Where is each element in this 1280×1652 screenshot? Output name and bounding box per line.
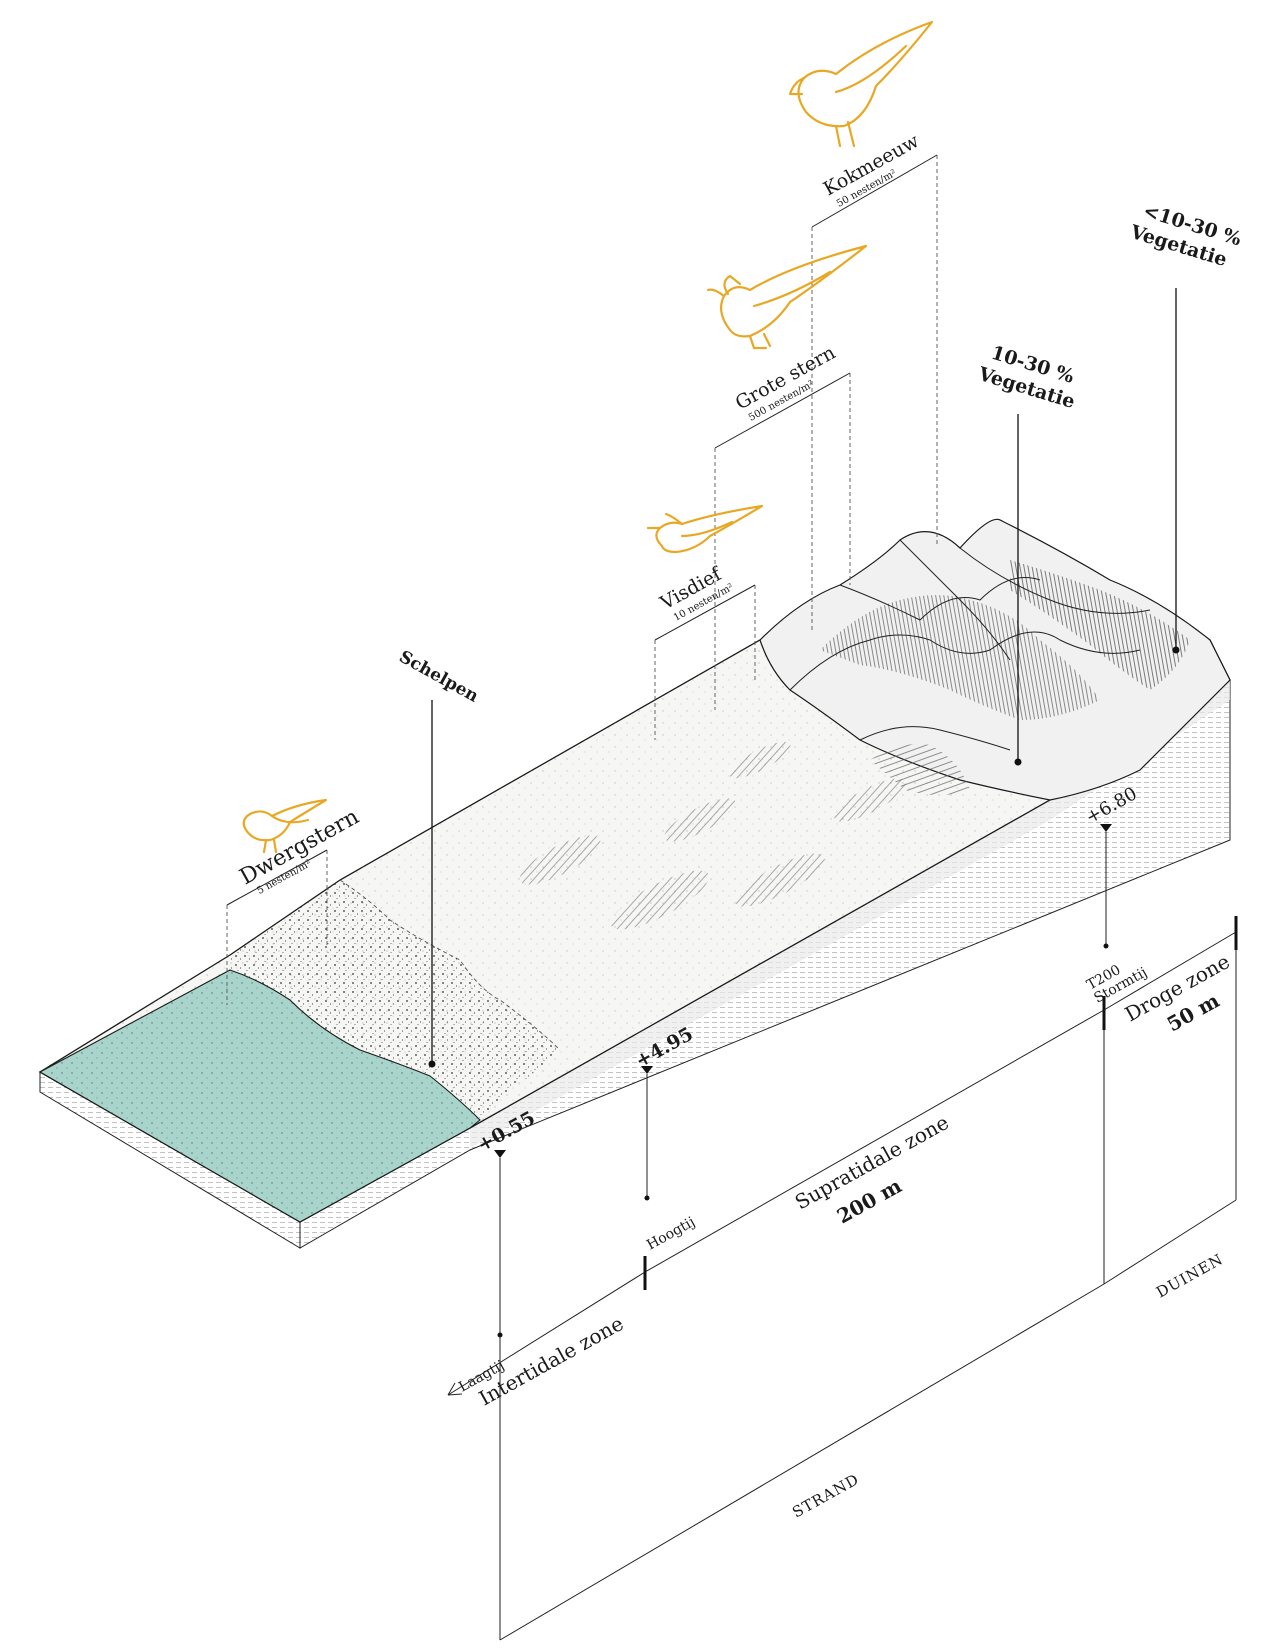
slab-right-face-shade [470, 680, 1230, 1148]
dwergstern-bracket [226, 849, 328, 1005]
elevation-low-marker [494, 1150, 506, 1338]
wet-sand-zone [230, 880, 560, 1118]
elevation-high-marker [641, 1066, 653, 1201]
dune-vegetation-hatch-3 [870, 744, 970, 795]
strand-duinen-dimension [499, 1199, 1237, 1641]
dunes-label: DUINEN [1153, 1250, 1226, 1302]
elevation-storm-marker [1100, 824, 1112, 949]
shells-callout [428, 700, 436, 1068]
intertidal-dimension [447, 1271, 646, 1396]
bird-icon [706, 244, 868, 350]
shells-label: Schelpen [396, 647, 482, 707]
high-tide-label: Hoogtij [644, 1214, 698, 1253]
sea-water-texture [40, 970, 480, 1222]
dune-vegetation-hatch [820, 595, 1100, 720]
dune-vegetation-hatch-2 [1010, 560, 1190, 690]
supratidal-dimension [643, 1009, 1105, 1290]
visdief-bracket [654, 584, 756, 740]
wrack-line [339, 879, 561, 1051]
grote-stern-bracket [714, 372, 851, 710]
beach-label: STRAND [789, 1470, 862, 1521]
bird-icon [646, 504, 764, 554]
vegetation-2-callout [1172, 288, 1180, 654]
vegetation-1-callout [1014, 414, 1022, 766]
dune-ridge-lines [789, 539, 1151, 751]
beach-patches [519, 741, 906, 930]
kokmeeuw-bracket [811, 154, 938, 630]
bird-icon [242, 798, 328, 854]
bird-icon [788, 20, 934, 148]
dry-zone-dimension [1102, 916, 1238, 1284]
